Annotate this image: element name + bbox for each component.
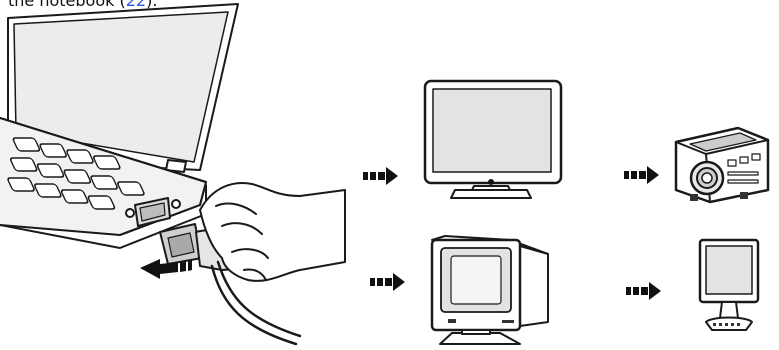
figure-caption: the notebook (22). (8, 0, 157, 10)
lcd-monitor-icon (698, 238, 760, 331)
arrow-to-lcd-monitor (626, 282, 661, 300)
notebook-illustration (0, 3, 239, 249)
caption-text-after: ). (146, 0, 158, 10)
lcd-tv-icon (423, 79, 563, 199)
caption-text-before: the notebook ( (8, 0, 126, 10)
hand-with-vga-connector (159, 182, 346, 346)
arrow-to-tv (363, 167, 398, 185)
insert-arrow (140, 259, 192, 279)
vga-port (125, 197, 181, 227)
arrow-to-crt (370, 273, 405, 291)
projector-icon (674, 126, 770, 204)
arrow-to-projector (624, 166, 659, 184)
caption-ref-number: 22 (125, 0, 147, 10)
crt-monitor-icon (430, 235, 549, 345)
